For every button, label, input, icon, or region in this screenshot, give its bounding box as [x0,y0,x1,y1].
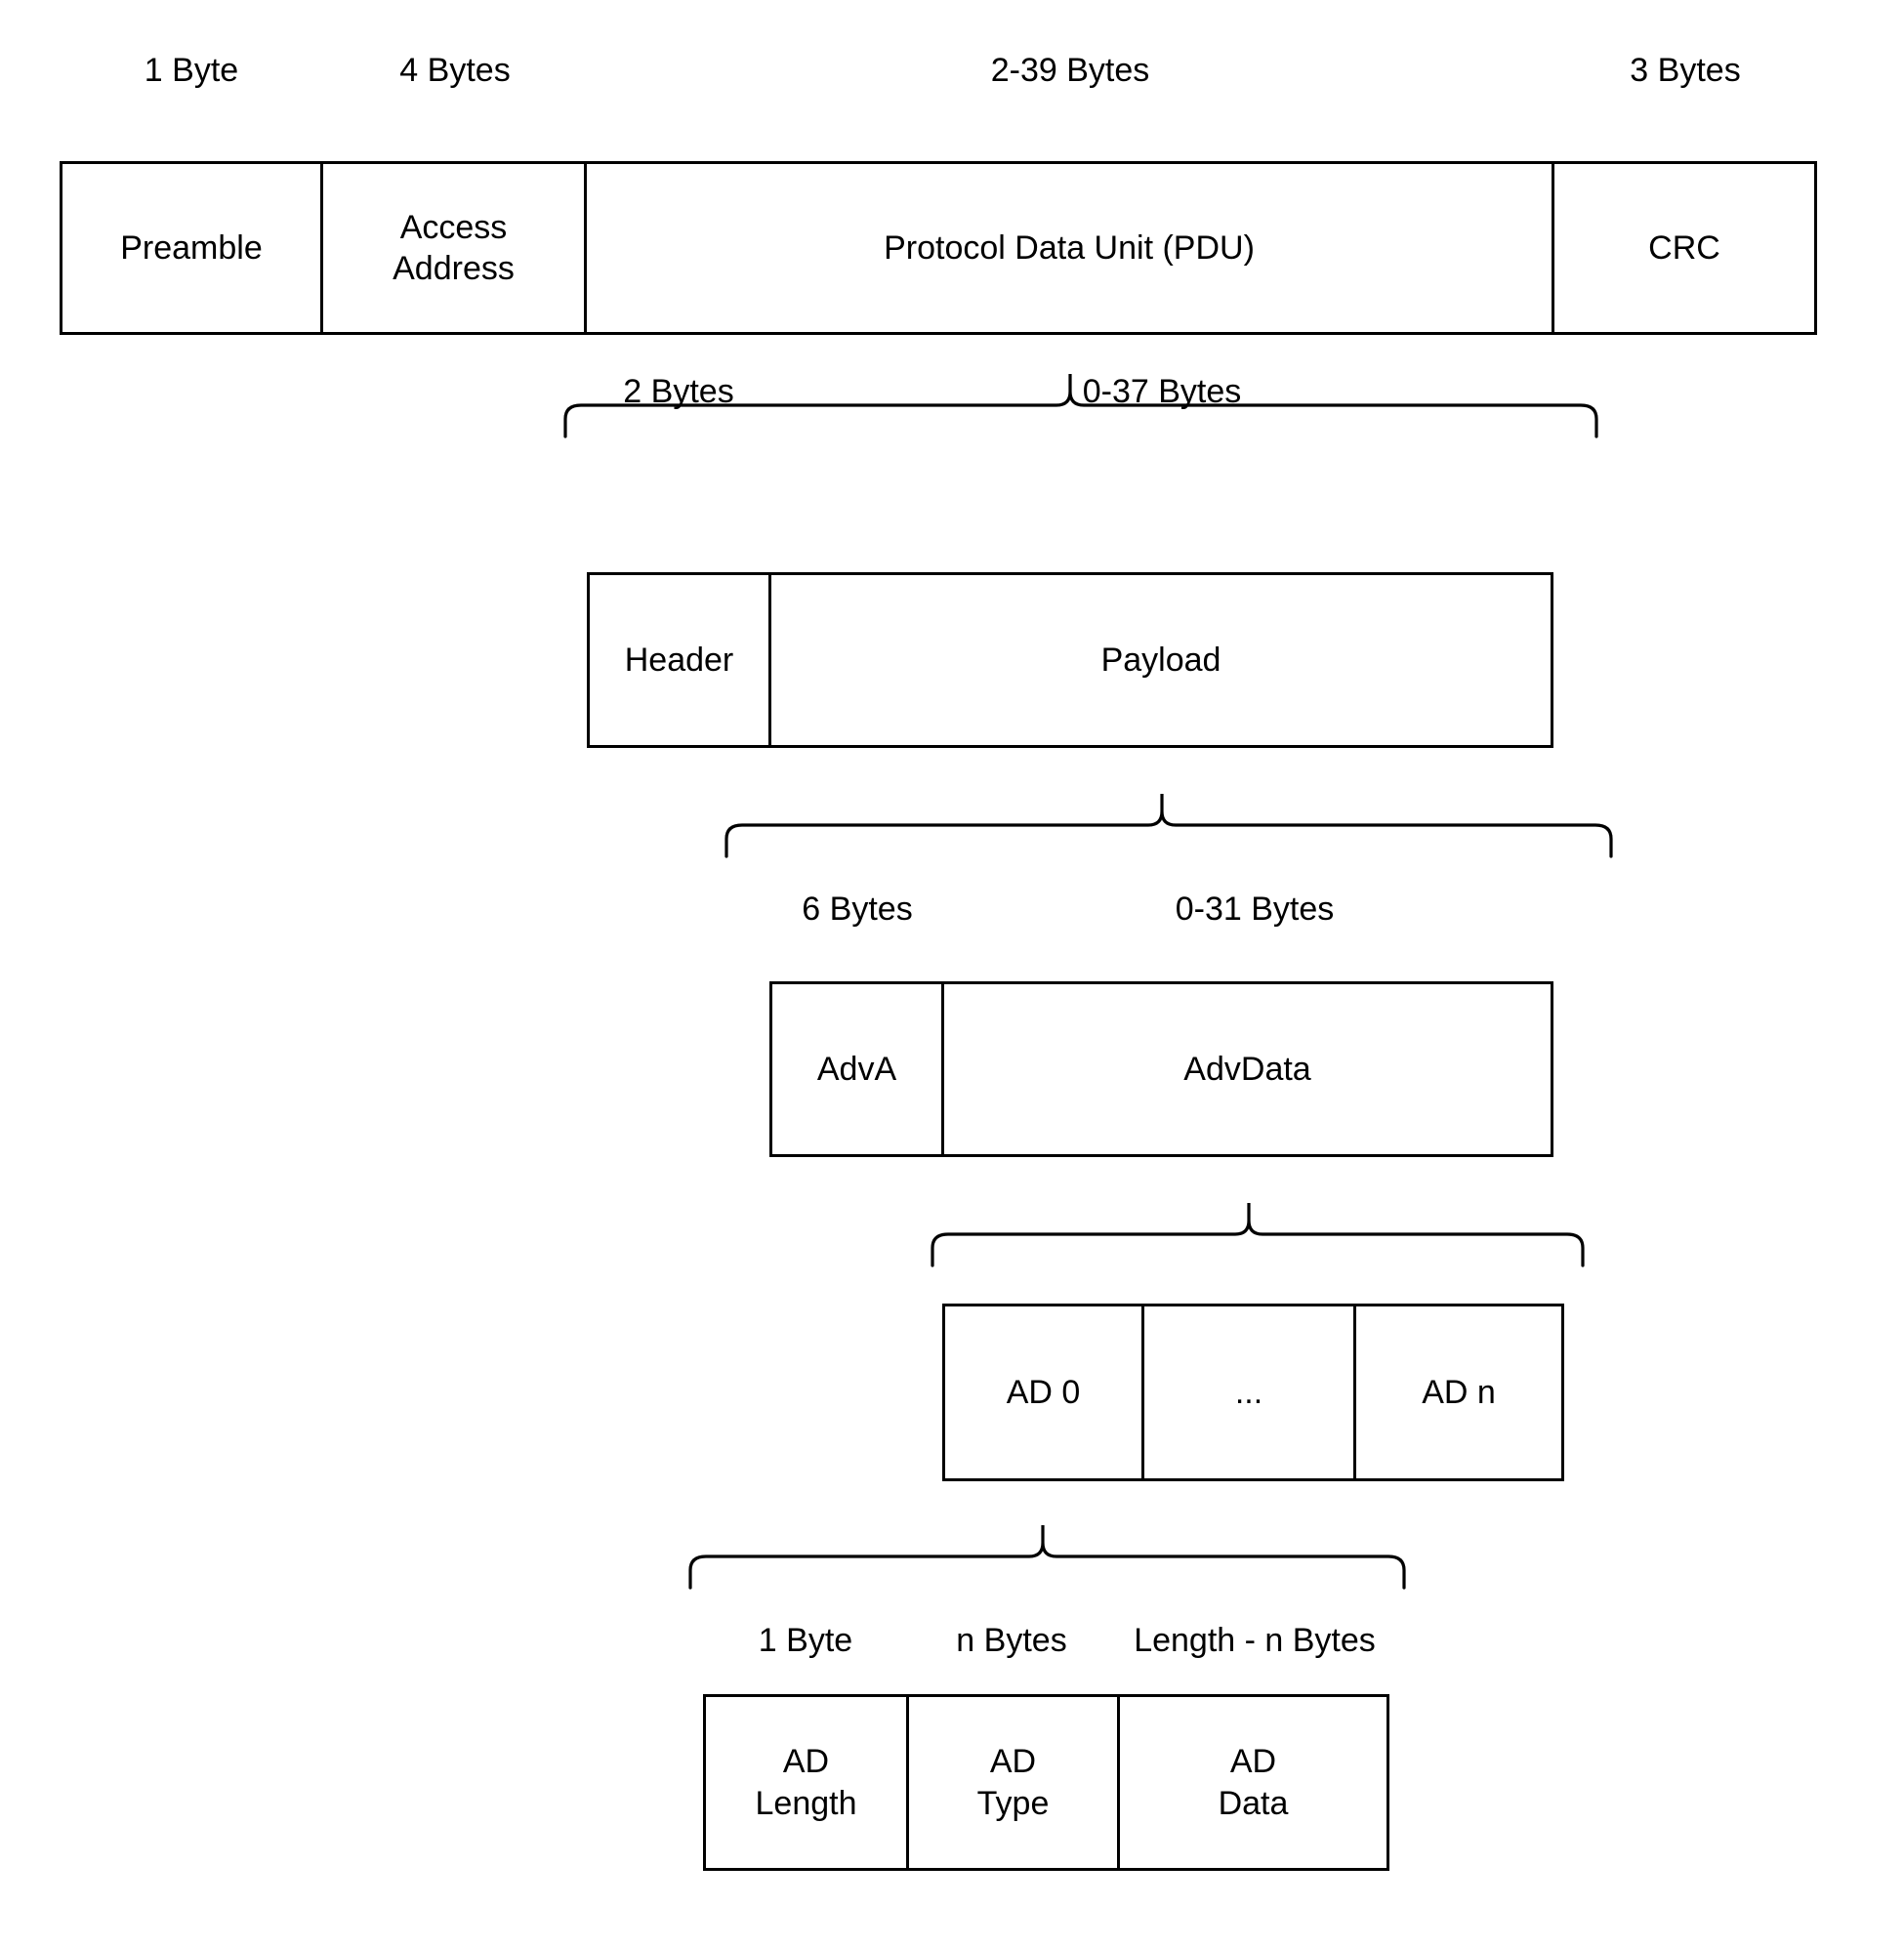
size-label-advdata: 0-31 Bytes [1175,891,1335,928]
size-label-header: 2 Bytes [623,373,734,410]
brace-advdata-to-ad-structures [931,1201,1585,1269]
field-box-ad-n: AD n [1356,1304,1564,1481]
field-box-crc: CRC [1554,161,1817,335]
field-box-ad-data: AD Data [1120,1694,1389,1871]
field-box-ad-type: AD Type [909,1694,1120,1871]
brace-ad-to-length-type-data [688,1523,1406,1592]
brace-pdu-to-header-payload [563,372,1598,440]
field-box-access-address: Access Address [323,161,587,335]
size-label-payload: 0-37 Bytes [1082,373,1242,410]
field-box-preamble: Preamble [60,161,323,335]
field-box-adva: AdvA [769,981,944,1157]
size-label-ad-length: 1 Byte [758,1622,853,1659]
field-box-advdata: AdvData [944,981,1553,1157]
size-label-access-address: 4 Bytes [399,52,511,89]
size-label-ad-data: Length - n Bytes [1134,1622,1376,1659]
field-box-ad-ellipsis: ... [1144,1304,1356,1481]
field-box-ad-0: AD 0 [942,1304,1144,1481]
field-box-header: Header [587,572,771,748]
size-label-adva: 6 Bytes [802,891,913,928]
field-box-payload: Payload [771,572,1553,748]
size-label-pdu: 2-39 Bytes [990,52,1150,89]
size-label-crc: 3 Bytes [1630,52,1741,89]
size-label-preamble: 1 Byte [144,52,239,89]
size-label-ad-type: n Bytes [956,1622,1067,1659]
brace-payload-to-adva-advdata [724,792,1613,860]
field-box-ad-length: AD Length [703,1694,909,1871]
field-box-pdu: Protocol Data Unit (PDU) [587,161,1554,335]
